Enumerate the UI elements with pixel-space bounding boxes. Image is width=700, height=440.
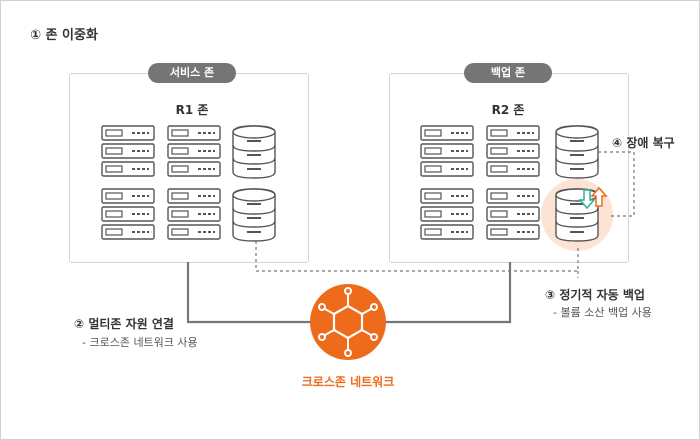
scheduled-backup-sub: - 볼륨 소산 백업 사용 (553, 306, 652, 319)
backup-zone-label: R2 존 (491, 103, 525, 117)
backup-server-icon-4 (486, 188, 540, 240)
backup-server-icon-1 (420, 125, 474, 177)
service-server-icon-1 (101, 125, 155, 177)
backup-database-icon-1 (555, 125, 599, 179)
multizone-title: ② 멀티존 자원 연결 (74, 317, 174, 331)
sync-arrows-icon (578, 186, 608, 210)
network-label: 크로스존 네트워크 (301, 375, 395, 389)
fault-recovery-line (598, 151, 635, 217)
backup-server-icon-2 (486, 125, 540, 177)
multizone-sub: - 크로스존 네트워크 사용 (82, 336, 198, 349)
backup-database-icon-2 (555, 188, 599, 242)
service-database-icon-1 (232, 125, 276, 179)
network-hub-icon (310, 284, 386, 360)
backup-server-icon-3 (420, 188, 474, 240)
service-zone-label: R1 존 (175, 103, 209, 117)
service-zone-pill: 서비스 존 (148, 63, 236, 83)
fault-recovery-label: ④ 장애 복구 (612, 136, 675, 150)
multizone-line-left (186, 262, 310, 324)
service-server-icon-4 (167, 188, 221, 240)
service-server-icon-3 (101, 188, 155, 240)
backup-dotted-line (255, 241, 579, 272)
service-server-icon-2 (167, 125, 221, 177)
service-database-icon-2 (232, 188, 276, 242)
scheduled-backup-title: ③ 정기적 자동 백업 (545, 288, 645, 302)
multizone-line-right (386, 262, 512, 324)
diagram-title: ① 존 이중화 (30, 28, 98, 43)
backup-zone-pill: 백업 존 (464, 63, 552, 83)
